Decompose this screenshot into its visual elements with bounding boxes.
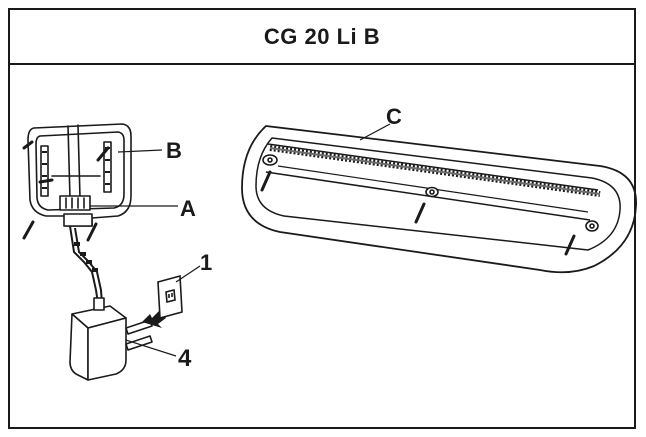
wall-outlet [157,274,183,320]
callout-b: B [166,138,182,163]
rail-tooth-strip [269,145,601,197]
callout-4: 4 [178,345,192,372]
callout-c: C [386,104,402,129]
rail-screw-holes [262,154,599,232]
callout-a: A [180,196,196,221]
station-screws [22,140,110,242]
adapter-cable [69,225,103,305]
callout-leaders [90,123,391,357]
guide-rail [241,125,637,274]
cable-strain-relief [74,242,98,272]
rail-screws [260,170,576,256]
power-adapter [69,297,153,381]
title-bar: CG 20 Li B [10,10,634,65]
page-title: CG 20 Li B [263,23,381,49]
callout-1: 1 [200,250,212,275]
station-rail-ticks [42,147,110,189]
charging-station [27,123,132,227]
